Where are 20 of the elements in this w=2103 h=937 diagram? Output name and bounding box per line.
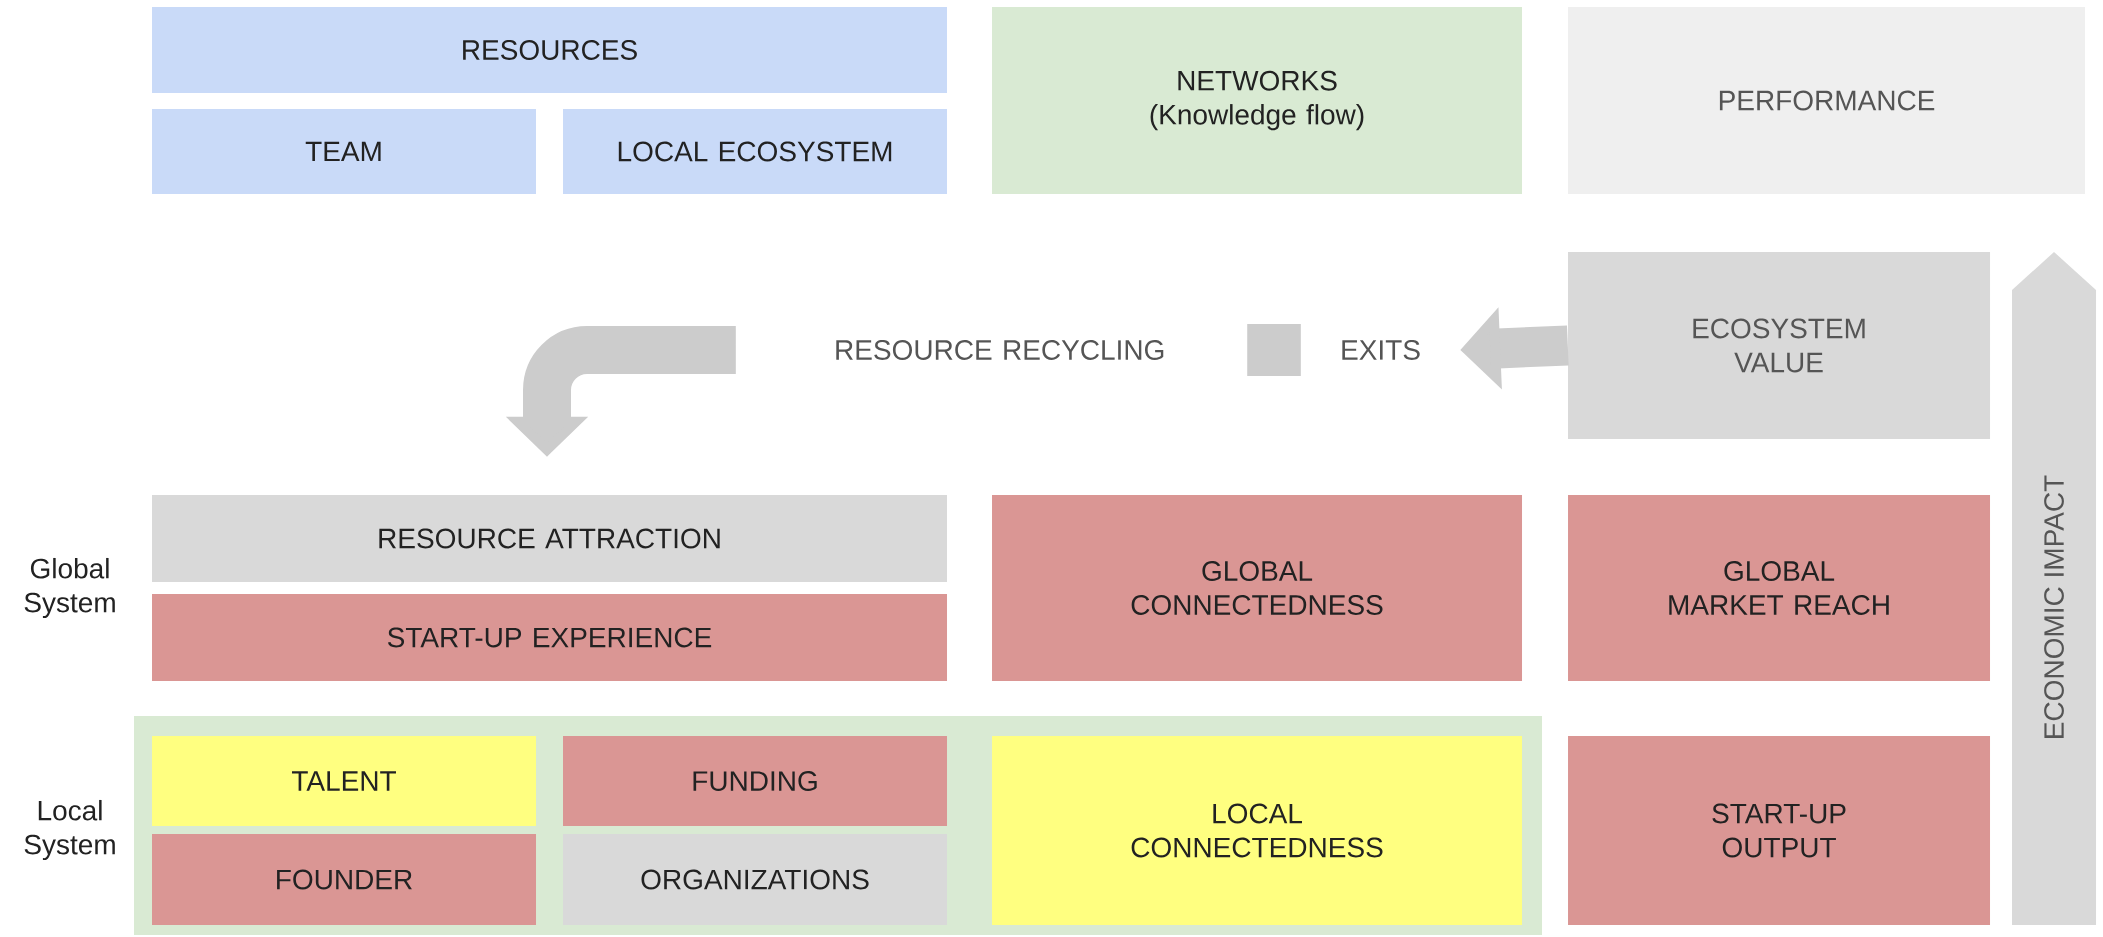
system-box: START-UP EXPERIENCE xyxy=(152,594,947,681)
resource-box: LOCAL ECOSYSTEM xyxy=(563,109,947,194)
performance-box: PERFORMANCE xyxy=(1568,7,2086,194)
system-box: RESOURCE ATTRACTION xyxy=(152,495,947,582)
system-box: FOUNDER xyxy=(152,834,536,925)
system-box: START-UP OUTPUT xyxy=(1568,736,1991,925)
flow-label: EXITS xyxy=(1342,340,1420,360)
value-box: ECOSYSTEM VALUE xyxy=(1568,252,1991,439)
resource-box: TEAM xyxy=(152,109,536,194)
resource-box: RESOURCES xyxy=(152,7,947,93)
system-box: LOCAL CONNECTEDNESS xyxy=(992,736,1522,925)
system-box: ORGANIZATIONS xyxy=(563,834,947,925)
system-box: FUNDING xyxy=(563,736,947,826)
system-label: Global System xyxy=(24,557,115,619)
system-box: GLOBAL MARKET REACH xyxy=(1568,495,1991,681)
flow-label: RESOURCE RECYCLING xyxy=(836,340,1164,360)
system-box: GLOBAL CONNECTEDNESS xyxy=(992,495,1522,681)
system-label: Local System xyxy=(24,799,115,861)
network-box: NETWORKS (Knowledge flow) xyxy=(992,7,1522,194)
system-box: TALENT xyxy=(152,736,536,826)
